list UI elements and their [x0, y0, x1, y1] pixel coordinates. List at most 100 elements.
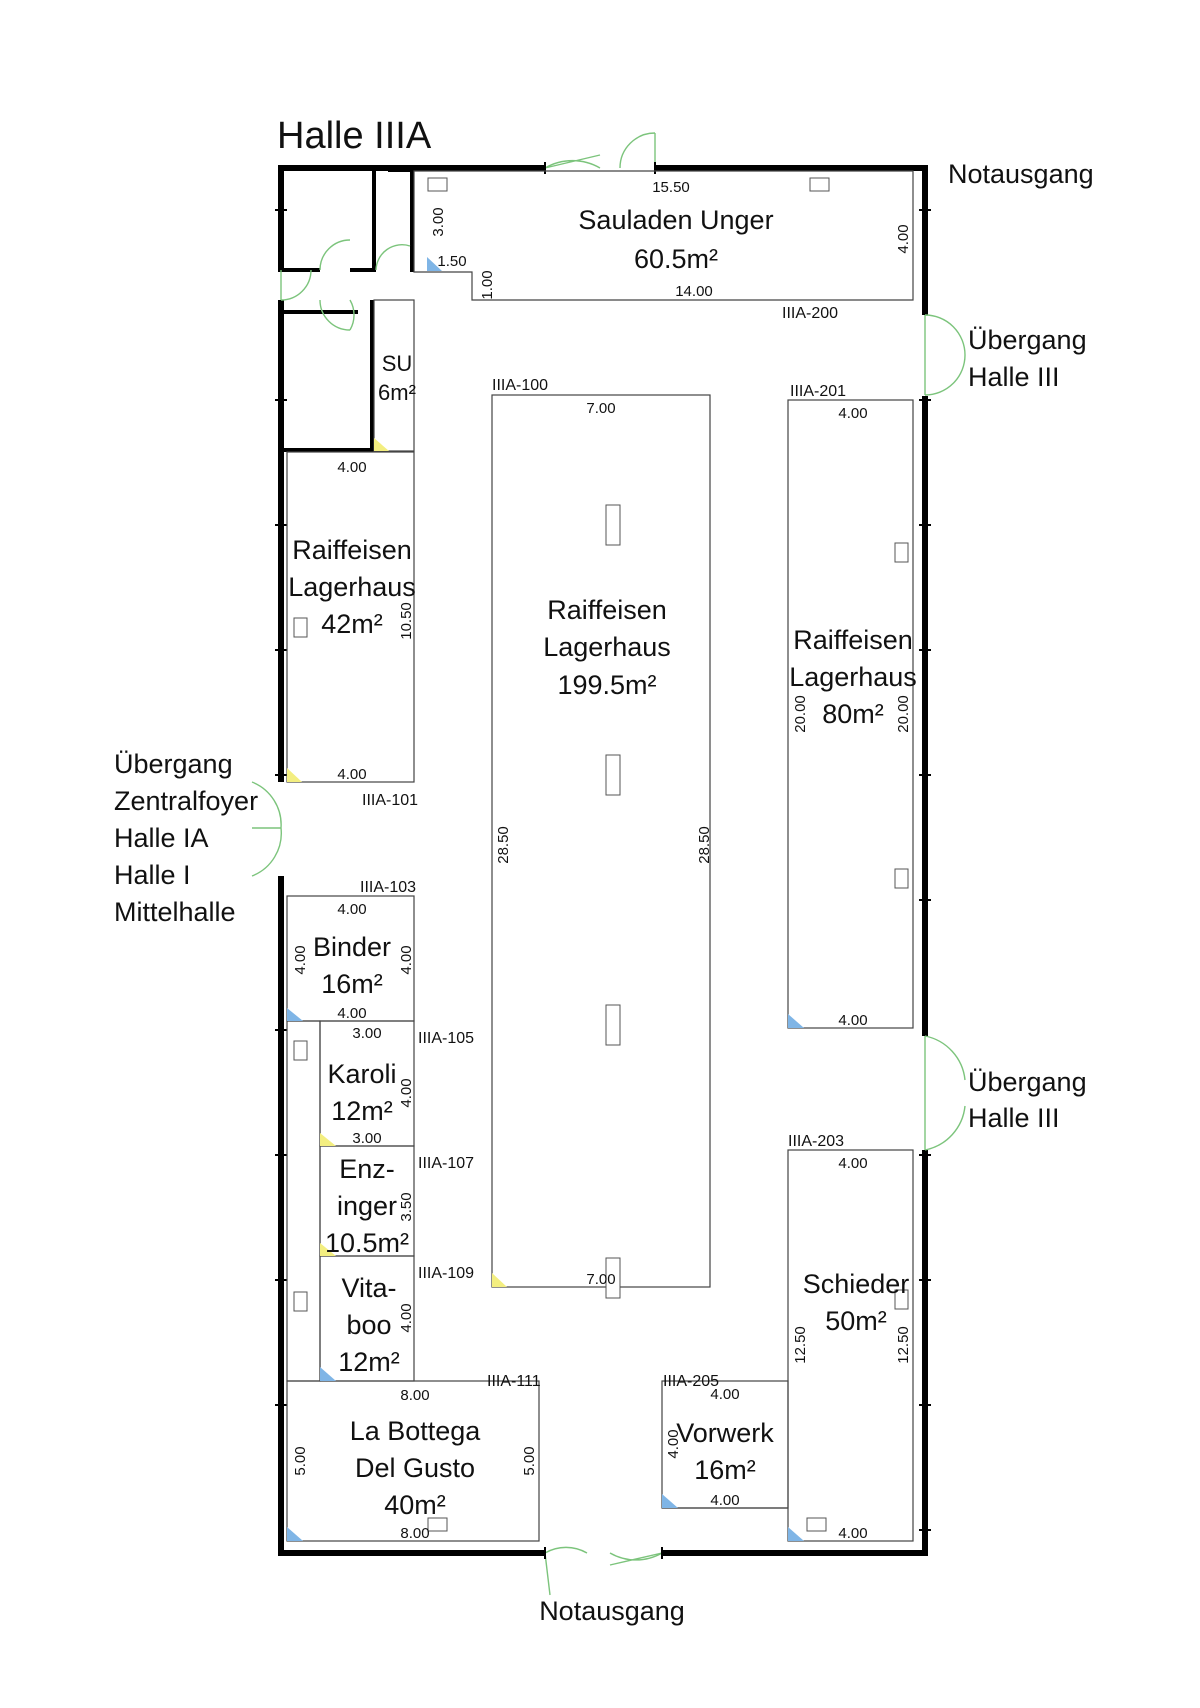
- door-north-right[interactable]: [619, 132, 656, 169]
- dim-label: 3.50: [398, 1192, 415, 1221]
- stand-name: Raiffeisen: [292, 535, 412, 565]
- dim-label: 4.00: [895, 224, 912, 253]
- dim-label: 1.00: [479, 270, 496, 299]
- exit-west-line-2: Zentralfoyer: [114, 786, 258, 816]
- door-left-upper[interactable]: [280, 269, 312, 301]
- stand-name: Enz-: [339, 1154, 395, 1184]
- stand-area: 16m²: [321, 969, 383, 999]
- dim-label: 4.00: [292, 945, 309, 974]
- stand-outline-su[interactable]: [373, 299, 415, 452]
- stand-outline-iiia-100[interactable]: [491, 394, 711, 1288]
- dim-label: 8.00: [400, 1525, 429, 1542]
- door-room-upper-b[interactable]: [375, 244, 411, 271]
- door-south-left[interactable]: [544, 1546, 588, 1596]
- stand-outline-iiia-101[interactable]: [286, 451, 415, 783]
- stand-area: 40m²: [384, 1490, 446, 1520]
- doors: [251, 132, 966, 1596]
- stand-name: Lagerhaus: [288, 572, 416, 602]
- door-east-lower[interactable]: [924, 1035, 966, 1151]
- dim-label: 4.00: [337, 459, 366, 476]
- dim-label: 3.00: [352, 1025, 381, 1042]
- stand-area: 6m²: [378, 380, 416, 405]
- stand-area: 80m²: [822, 699, 884, 729]
- stand-name: La Bottega: [350, 1416, 482, 1446]
- exit-east-lower-line-2: Halle III: [968, 1103, 1060, 1133]
- stand-outline-iiia-203[interactable]: [787, 1149, 914, 1542]
- column: [605, 754, 621, 796]
- dim-label: 4.00: [337, 901, 366, 918]
- dim-label: 5.00: [292, 1446, 309, 1475]
- exit-north-label: Notausgang: [948, 159, 1094, 189]
- exit-west-line-4: Halle I: [114, 860, 191, 890]
- stand-outline-iiia-201[interactable]: [787, 399, 914, 1029]
- exit-east-upper-line-1: Übergang: [968, 325, 1087, 355]
- stand-name: Del Gusto: [355, 1453, 475, 1483]
- dim-label: 8.00: [400, 1387, 429, 1404]
- exit-east-upper-line-2: Halle III: [968, 362, 1060, 392]
- dim-label: 4.00: [398, 1078, 415, 1107]
- stand-ids: IIIA-200 IIIA-100 IIIA-201 IIIA-101 IIIA…: [360, 305, 846, 1390]
- wall-ticks: [275, 162, 931, 1559]
- dim-label: 3.00: [430, 207, 447, 236]
- dim-label: 14.00: [675, 283, 713, 300]
- dim-label: 7.00: [586, 1271, 615, 1288]
- dim-label: 15.50: [652, 179, 690, 196]
- dim-label: 4.00: [838, 405, 867, 422]
- stand-name: Raiffeisen: [547, 595, 667, 625]
- exit-labels: Notausgang Übergang Halle III Übergang H…: [114, 159, 1094, 1626]
- hall-title: Halle IIIA: [277, 115, 432, 157]
- stand-name: Lagerhaus: [543, 632, 671, 662]
- stand-name: Lagerhaus: [789, 662, 917, 692]
- dim-label: 4.00: [838, 1012, 867, 1029]
- fixtures: [293, 177, 909, 1532]
- exit-west-line-1: Übergang: [114, 749, 233, 779]
- door-room-mid[interactable]: [319, 299, 355, 331]
- dim-label: 12.50: [792, 1326, 809, 1364]
- stand-id: IIIA-203: [788, 1133, 844, 1150]
- door-south-right[interactable]: [609, 1552, 663, 1566]
- column: [605, 1257, 621, 1299]
- stand-id: IIIA-205: [663, 1373, 719, 1390]
- dim-label: 4.00: [710, 1492, 739, 1509]
- dim-label: 4.00: [398, 945, 415, 974]
- stand-id: IIIA-109: [418, 1265, 474, 1282]
- dimension-labels: 15.50 14.00 3.00 1.50 1.00 4.00 4.00 4.0…: [292, 179, 912, 1542]
- stand-outline-iiia-200[interactable]: [413, 170, 914, 301]
- door-north-left[interactable]: [544, 154, 601, 169]
- stand-area: 60.5m²: [634, 244, 718, 274]
- dim-label: 4.00: [838, 1155, 867, 1172]
- stand-area: 50m²: [825, 1306, 887, 1336]
- stand-name: SU: [382, 351, 413, 376]
- stand-name: Schieder: [803, 1269, 910, 1299]
- stand-id: IIIA-103: [360, 879, 416, 896]
- exit-south-label: Notausgang: [539, 1596, 685, 1626]
- exit-west-line-5: Mittelhalle: [114, 897, 236, 927]
- stand-outlines: [286, 170, 914, 1542]
- stand-name: inger: [337, 1191, 397, 1221]
- door-room-upper-a[interactable]: [319, 239, 351, 271]
- stand-id: IIIA-101: [362, 792, 418, 809]
- stand-name: Karoli: [327, 1059, 396, 1089]
- dim-label: 3.00: [352, 1130, 381, 1147]
- dim-label: 4.00: [337, 1005, 366, 1022]
- stand-area: 12m²: [338, 1347, 400, 1377]
- door-west[interactable]: [251, 781, 282, 877]
- exit-west-line-3: Halle IA: [114, 823, 209, 853]
- stand-area: 199.5m²: [557, 670, 656, 700]
- stand-name: boo: [346, 1310, 391, 1340]
- door-east-upper[interactable]: [924, 314, 966, 396]
- interior-walls: [278, 165, 414, 452]
- stand-area: 12m²: [331, 1096, 393, 1126]
- dim-label: 5.00: [521, 1446, 538, 1475]
- stand-area: 10.5m²: [325, 1228, 409, 1258]
- stand-id: IIIA-107: [418, 1155, 474, 1172]
- stand-id: IIIA-200: [782, 305, 838, 322]
- stand-outline-iiia-111[interactable]: [286, 1380, 540, 1542]
- dim-label: 4.00: [710, 1386, 739, 1403]
- dim-label: 20.00: [895, 695, 912, 733]
- stand-name: Binder: [313, 932, 391, 962]
- dim-label: 4.00: [398, 1303, 415, 1332]
- stand-name: Sauladen Unger: [578, 205, 773, 235]
- stand-id: IIIA-111: [487, 1373, 541, 1390]
